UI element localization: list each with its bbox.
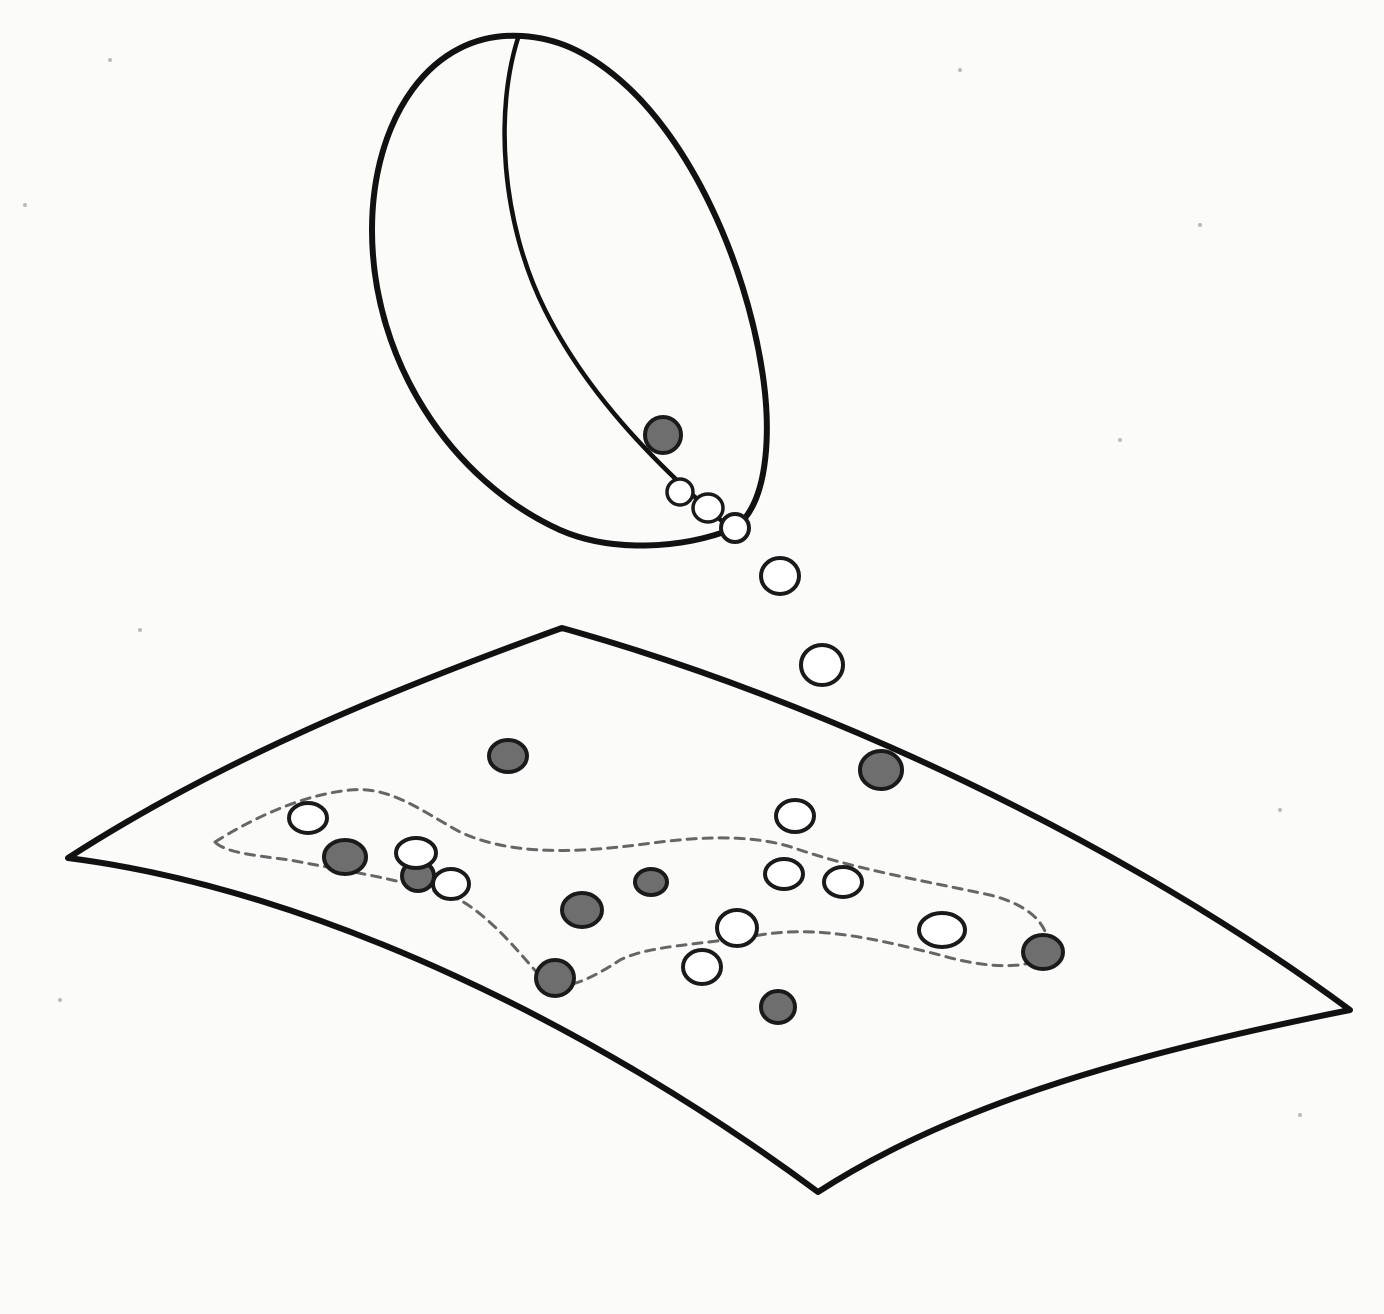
particle-open (289, 803, 327, 833)
particle-filled (536, 960, 574, 996)
particle-open (433, 869, 469, 899)
particle-open (667, 479, 693, 505)
particle-filled (324, 840, 366, 874)
paper-specks (23, 58, 1302, 1117)
bowl-outline (372, 36, 767, 546)
particles (289, 417, 1063, 1023)
particle-filled (635, 869, 667, 895)
curved-surface (68, 628, 1350, 1192)
particle-filled (761, 991, 795, 1023)
dashed-region-boundary (215, 790, 1048, 987)
particle-filled (860, 751, 902, 789)
particle-filled (1023, 935, 1063, 969)
particle-open (801, 645, 843, 685)
particle-open (776, 800, 814, 832)
particle-open (721, 514, 749, 542)
particle-open (693, 494, 723, 522)
particle-open (683, 950, 721, 984)
particle-filled (645, 417, 681, 453)
bowl-rim-curve (505, 38, 730, 528)
particle-open (765, 859, 803, 889)
particle-filled (562, 893, 602, 927)
surface-outline (68, 628, 1350, 1192)
particle-open (919, 913, 965, 947)
bowl-container (372, 36, 767, 546)
particle-open (717, 910, 757, 946)
particle-open (824, 867, 862, 897)
particle-filled (489, 740, 527, 772)
particle-open (761, 558, 799, 594)
particle-open (396, 838, 436, 868)
